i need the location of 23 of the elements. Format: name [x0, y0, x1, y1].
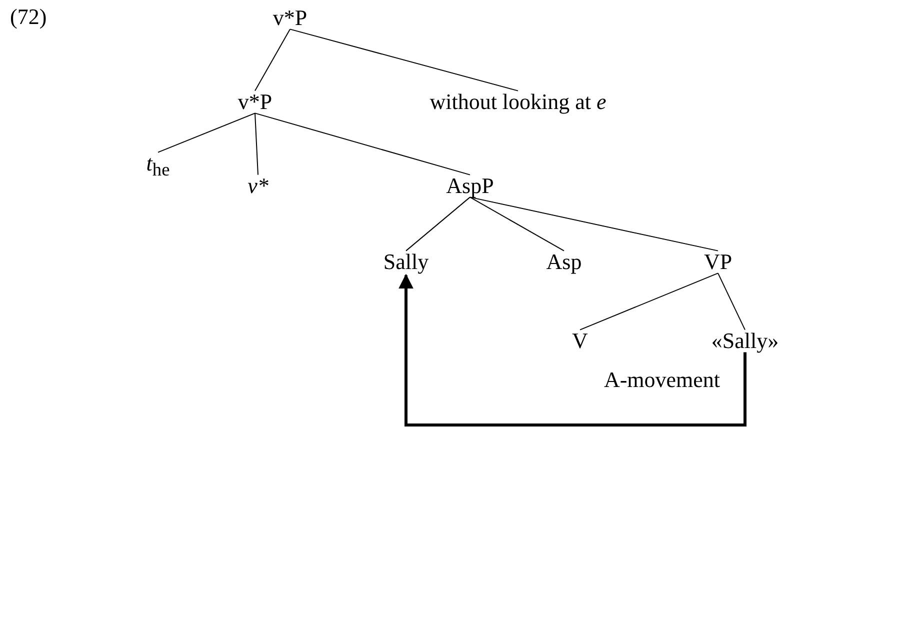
- phrase-label: v*P: [272, 4, 308, 32]
- adjunct-phrase: without looking at e: [430, 88, 606, 116]
- word-label: Sally: [383, 248, 429, 276]
- phrase-label: VP: [704, 248, 732, 276]
- phrase-label: v*P: [238, 88, 272, 116]
- head-label: V: [572, 328, 588, 354]
- branch-line: [718, 272, 746, 330]
- branch-line: [158, 112, 256, 153]
- head-label: Asp: [546, 248, 582, 276]
- copy-label: «Sally»: [711, 328, 779, 354]
- branch-line: [580, 272, 718, 330]
- phrase-label: AspP: [446, 172, 494, 200]
- head-label: v*: [248, 172, 268, 200]
- branch-line: [254, 112, 470, 176]
- branch-line: [254, 112, 258, 176]
- branch-line: [470, 196, 718, 252]
- branch-line: [406, 196, 470, 252]
- branch-line: [254, 28, 290, 92]
- movement-arrow: [398, 274, 746, 426]
- branch-line: [470, 196, 564, 252]
- branch-line: [290, 28, 518, 92]
- trace-label: t$_{he}$: [146, 150, 170, 182]
- example-number: (72): [10, 4, 47, 30]
